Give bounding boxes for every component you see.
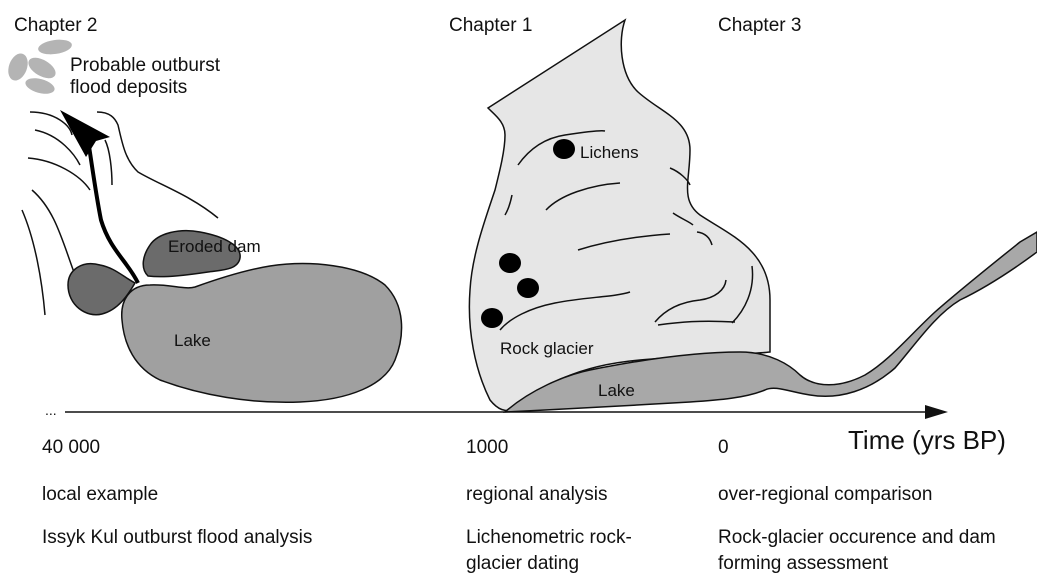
scale-local: local example <box>42 483 158 507</box>
topic-left: Issyk Kul outburst flood analysis <box>42 526 312 550</box>
topic-mid: Lichenometric rock-glacier dating <box>466 525 671 577</box>
time-axis-arrow-icon <box>925 405 948 419</box>
outburst-deposits-label-line2: flood deposits <box>70 76 187 100</box>
outburst-deposits-label-line1: Probable outburst <box>70 54 220 78</box>
lichen-dot <box>517 278 539 298</box>
tick-40000: 40 000 <box>42 436 100 460</box>
rock-glacier-label: Rock glacier <box>500 339 594 358</box>
flood-deposits-icon <box>5 38 73 97</box>
topic-right: Rock-glacier occurence and dam forming a… <box>718 525 1008 577</box>
lichen-dot <box>499 253 521 273</box>
scale-regional: regional analysis <box>466 483 608 507</box>
lake-left-shape <box>122 264 402 403</box>
axis-ellipsis: ... <box>45 402 57 418</box>
eroded-dam-label: Eroded dam <box>168 237 261 256</box>
flood-arrow-head-icon <box>60 110 110 157</box>
lake-mid-label: Lake <box>598 381 635 400</box>
tick-1000: 1000 <box>466 436 508 460</box>
lake-left-label: Lake <box>174 331 211 350</box>
tick-0: 0 <box>718 436 729 460</box>
scale-over-regional: over-regional comparison <box>718 483 932 507</box>
chapter-3-heading: Chapter 3 <box>718 14 801 38</box>
lichen-dot <box>553 139 575 159</box>
chapter-1-heading: Chapter 1 <box>449 14 532 38</box>
lichen-dot <box>481 308 503 328</box>
lichens-label: Lichens <box>580 143 639 162</box>
chapter-2-heading: Chapter 2 <box>14 14 97 38</box>
time-axis-label: Time (yrs BP) <box>848 425 1006 455</box>
